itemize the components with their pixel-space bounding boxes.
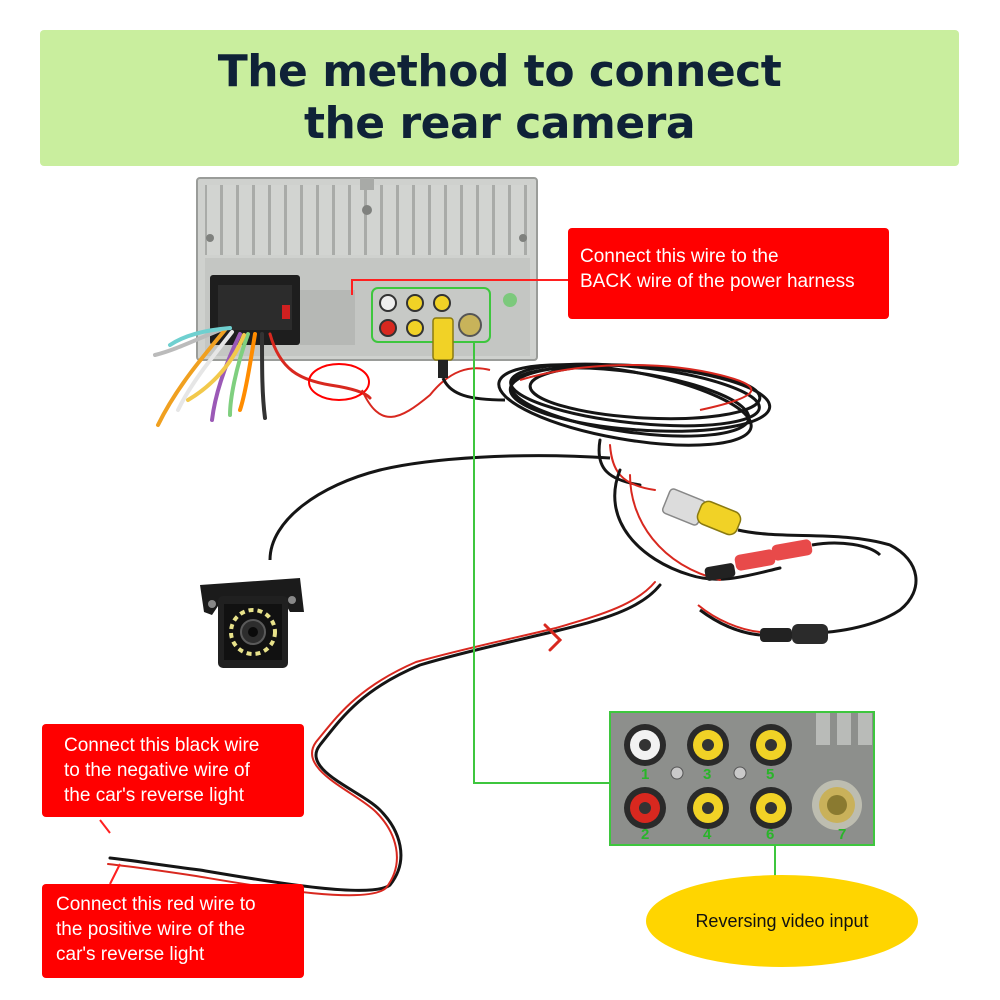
callout-red-line-1: Connect this red wire to [56,894,256,915]
rca-jack-6 [750,787,792,829]
rca-jack-2 [624,787,666,829]
callout-back-line-1: Connect this wire to the [580,246,779,267]
port-number-3: 3 [703,766,712,783]
head-unit [196,177,538,361]
callout-red-line-3: car's reverse light [56,944,205,965]
power-harness-socket [210,275,300,345]
rca-zoom-panel: 1 3 5 2 4 6 7 [609,711,875,846]
yellow-rca-plug [432,317,454,378]
port-number-5: 5 [766,766,775,783]
callout-back-wire: Connect this wire to the BACK wire of th… [568,228,889,319]
port-number-2: 2 [641,826,650,843]
callout-red-wire: Connect this red wire to the positive wi… [42,884,304,978]
reverse-light-cable [107,581,662,897]
rca-zoom-art [611,713,873,844]
port-number-6: 6 [766,826,775,843]
callout-black-wire: Connect this black wire to the negative … [42,724,304,817]
callout-black-line-1: Connect this black wire [64,735,260,756]
callout-back-line-2: BACK wire of the power harness [580,271,855,292]
guide-line [473,342,609,784]
rca-jack-5 [750,724,792,766]
title-line-1: The method to connect [217,46,782,97]
rca-jack-1 [624,724,666,766]
callout-red-line-2: the positive wire of the [56,919,246,940]
rca-jack-3 [687,724,729,766]
connector-cables [597,438,782,581]
port-number-1: 1 [641,766,650,783]
port-number-7: 7 [838,826,847,843]
rear-camera [200,578,304,668]
port-number-4: 4 [703,826,712,843]
camera-cable [268,454,611,561]
callout-black-line-2: to the negative wire of [64,760,250,781]
title-line-2: the rear camera [303,98,696,149]
wire-highlight-circle [308,363,370,401]
callout-black-line-3: the car's reverse light [64,785,244,806]
power-connector [704,539,882,581]
inline-connector [697,604,828,644]
rca-jack-4 [687,787,729,829]
reversing-video-label: Reversing video input [646,875,918,967]
title-banner: The method to connect the rear camera [40,30,959,166]
rca-jack-7 [812,780,862,830]
reversing-video-text: Reversing video input [695,910,869,931]
video-rca-connector [661,488,918,635]
back-wire-leader [351,279,570,295]
back-wire [361,367,491,418]
